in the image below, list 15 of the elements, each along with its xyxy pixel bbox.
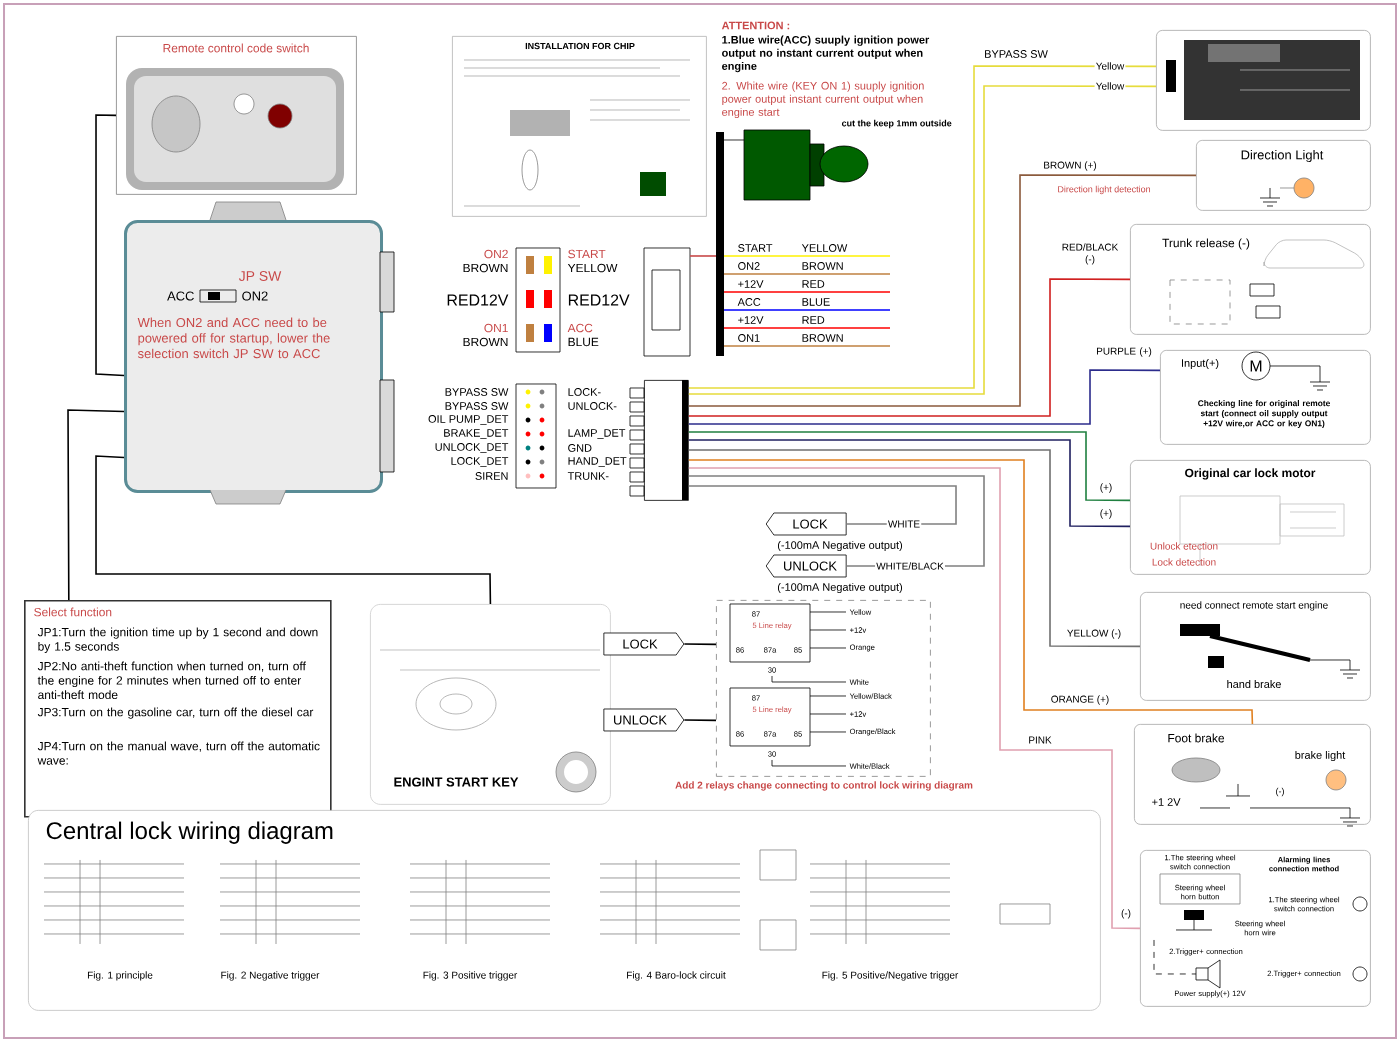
wire bbox=[688, 459, 1254, 725]
panel-title: Central lock wiring diagram bbox=[46, 821, 333, 844]
wire bbox=[67, 409, 125, 601]
wire bbox=[95, 114, 125, 377]
wire bbox=[688, 278, 1131, 417]
wire bbox=[95, 455, 492, 605]
wire bbox=[688, 449, 1141, 648]
wire bbox=[688, 431, 1131, 502]
wire bbox=[683, 719, 717, 722]
wire bbox=[688, 174, 1197, 407]
wire bbox=[688, 467, 1141, 930]
wire bbox=[688, 369, 1161, 425]
wire bbox=[688, 485, 957, 525]
wire bbox=[683, 643, 717, 646]
wire bbox=[688, 439, 1131, 528]
